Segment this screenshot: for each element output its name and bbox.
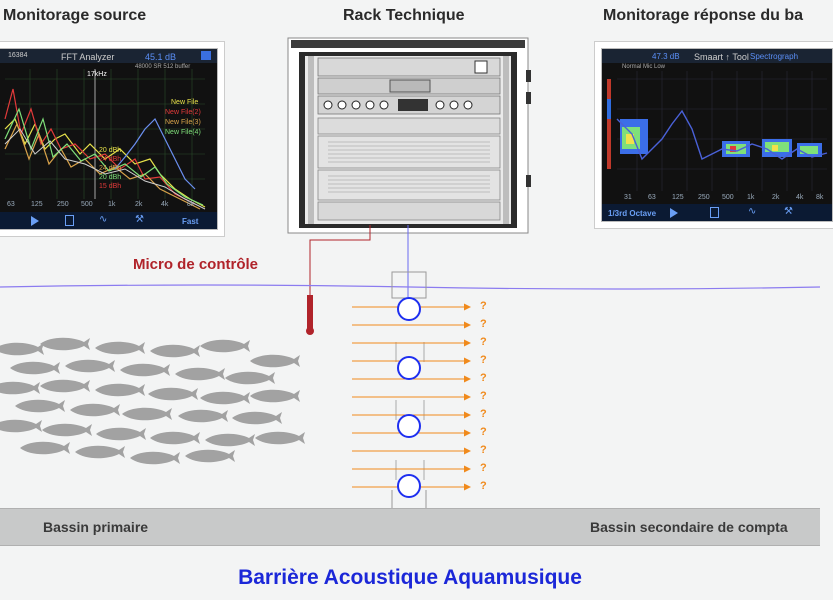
smaart-freq-label: 500 — [722, 194, 734, 201]
smaart-octave-button[interactable]: 1/3rd Octave — [608, 209, 657, 218]
fft-db-label: 20 dBh — [99, 174, 122, 181]
fft-freq-label: 250 — [57, 201, 69, 208]
smaart-freq-label: 125 — [672, 194, 684, 201]
speaker — [397, 356, 421, 380]
smaart-freq-label: 1k — [747, 194, 755, 201]
fft-freq-label: 1k — [108, 201, 116, 208]
fft-info: 48000 SR 512 buffer — [135, 64, 191, 70]
unknown-effect-mark: ? — [480, 336, 487, 348]
smaart-level: 47.3 dB — [652, 52, 680, 61]
diagram-title: Barrière Acoustique Aquamusique — [238, 566, 582, 589]
smaart-freq-label: 31 — [624, 194, 632, 201]
wave-icon[interactable]: ∿ — [748, 206, 757, 217]
speaker — [397, 414, 421, 438]
smaart-title: Smaart ↑ Tool — [694, 52, 749, 62]
smaart-freq-label: 2k — [772, 194, 780, 201]
fft-legend-item: New File(2) — [165, 109, 201, 116]
fft-freq-label: 500 — [81, 201, 93, 208]
fft-graph — [4, 69, 206, 210]
unknown-effect-mark: ? — [480, 426, 487, 438]
fft-badge: 16384 — [8, 52, 28, 59]
fft-freq-label: 8k — [187, 201, 195, 208]
unknown-effect-mark: ? — [480, 444, 487, 456]
wrench-icon[interactable]: ⚒ — [135, 214, 144, 225]
fft-legend-item: New File — [171, 99, 199, 106]
fft-marker: 17kHz — [87, 71, 107, 78]
secondary-basin-label: Bassin secondaire de compta — [590, 519, 788, 535]
heading-response-monitoring: Monitorage réponse du ba — [603, 7, 804, 24]
mic-label: Micro de contrôle — [133, 256, 259, 273]
primary-basin-label: Bassin primaire — [43, 519, 149, 535]
fft-legend-item: New File(4) — [165, 129, 201, 136]
file-icon[interactable] — [65, 215, 74, 226]
unknown-effect-mark: ? — [480, 354, 487, 366]
unknown-effect-mark: ? — [480, 390, 487, 402]
wrench-icon[interactable]: ⚒ — [784, 206, 793, 217]
speaker — [397, 297, 421, 321]
fft-legend-item: New File(3) — [165, 119, 201, 126]
fft-freq-label: 4k — [161, 201, 169, 208]
fft-toolbar: ∿ ⚒ — [0, 212, 217, 229]
fft-speed-button[interactable]: Fast — [182, 217, 199, 226]
basin-floor — [0, 508, 820, 546]
unknown-effect-mark: ? — [480, 462, 487, 474]
fft-db-label: 15 dBh — [99, 183, 122, 190]
smaart-toolbar: ∿ ⚒ — [602, 204, 832, 221]
play-icon[interactable] — [670, 208, 678, 218]
fft-db-label: 24 dBh — [99, 156, 122, 163]
heading-technical-rack: Rack Technique — [343, 7, 465, 24]
fft-analyzer-screen: 16384 FFT Analyzer 45.1 dB 48000 SR 512 … — [0, 48, 218, 230]
fft-freq-label: 63 — [7, 201, 15, 208]
file-icon[interactable] — [710, 207, 719, 218]
fft-db-label: 24 dBh — [99, 165, 122, 172]
smaart-freq-label: 63 — [648, 194, 656, 201]
unknown-effect-mark: ? — [480, 480, 487, 492]
play-icon[interactable] — [31, 216, 39, 226]
unknown-effect-mark: ? — [480, 408, 487, 420]
unknown-effect-mark: ? — [480, 318, 487, 330]
unknown-effect-mark: ? — [480, 372, 487, 384]
wave-icon[interactable]: ∿ — [99, 214, 108, 225]
fft-freq-label: 125 — [31, 201, 43, 208]
speaker — [397, 474, 421, 498]
fft-title: FFT Analyzer — [61, 52, 115, 62]
unknown-effect-mark: ? — [480, 300, 487, 312]
fft-freq-label: 2k — [135, 201, 143, 208]
smaart-screen: 47.3 dB Smaart ↑ Tool Spectrograph Norma… — [601, 48, 833, 222]
technical-rack — [287, 37, 531, 234]
heading-source-monitoring: Monitorage source — [3, 7, 147, 24]
fft-db-label: 20 dBh — [99, 147, 122, 154]
fish-school — [0, 337, 305, 465]
fft-settings-icon[interactable] — [201, 51, 211, 60]
fft-level: 45.1 dB — [145, 52, 177, 62]
smaart-freq-label: 4k — [796, 194, 804, 201]
smaart-corner: Normal Mic Low — [622, 64, 666, 70]
smaart-freq-label: 250 — [698, 194, 710, 201]
smaart-freq-label: 8k — [816, 194, 824, 201]
smaart-subtitle: Spectrograph — [750, 52, 799, 61]
smaart-spectrograph — [607, 71, 828, 191]
